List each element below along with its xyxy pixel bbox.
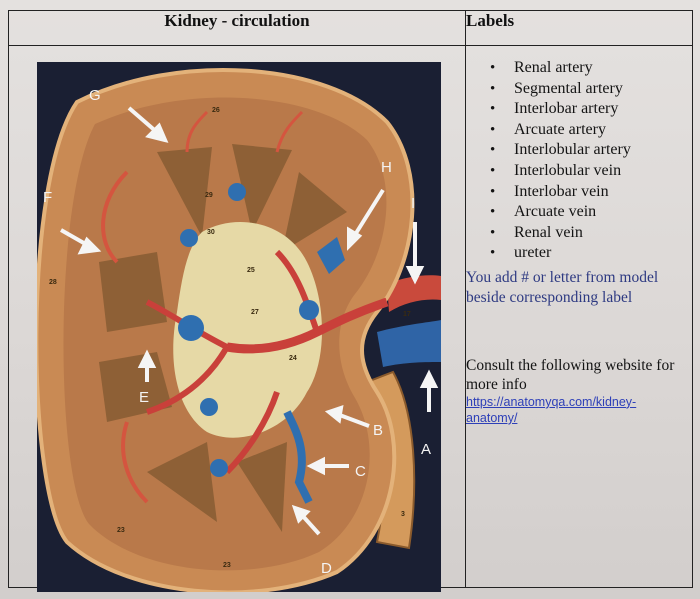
instruction-text: You add # or letter from model beside co…	[466, 268, 659, 306]
figure-letter-f: F	[43, 189, 52, 206]
model-number: 30	[207, 229, 215, 236]
label-list: Renal artery Segmental artery Interlobar…	[466, 58, 692, 264]
figure-column-header: Kidney - circulation	[8, 10, 466, 46]
model-number: 17	[403, 311, 411, 318]
reference-link[interactable]: https://anatomyqa.com/kidney-anatomy/	[466, 394, 637, 425]
kidney-model-photo: 26 29 30 28 25 27 24 17 23 23 3	[37, 62, 441, 592]
figure-letter-c: C	[355, 463, 366, 480]
label-item: Interlobular vein	[466, 161, 692, 182]
label-item: Interlobar vein	[466, 182, 692, 203]
figure-letter-g: G	[89, 87, 101, 104]
label-item: Arcuate vein	[466, 202, 692, 223]
label-item: Renal vein	[466, 223, 692, 244]
label-item: Interlobar artery	[466, 99, 692, 120]
model-number: 26	[212, 107, 220, 114]
label-item: Renal artery	[466, 58, 692, 79]
figure-cell: 26 29 30 28 25 27 24 17 23 23 3	[8, 45, 466, 592]
labels-column-header: Labels	[465, 10, 693, 46]
worksheet-table: Kidney - circulation Labels	[8, 10, 693, 592]
model-number: 29	[205, 192, 213, 199]
model-number: 25	[247, 267, 255, 274]
figure-letter-e: E	[139, 389, 149, 406]
figure-letter-d: D	[321, 560, 332, 577]
label-item: ureter	[466, 243, 692, 264]
label-arrows	[60, 106, 439, 536]
labels-cell: Renal artery Segmental artery Interlobar…	[465, 45, 693, 588]
model-number: 23	[117, 527, 125, 534]
figure-letter-h: H	[381, 159, 392, 176]
figure-letter-b: B	[373, 422, 383, 439]
figure-letter-i: I	[411, 195, 415, 212]
figure-letter-a: A	[421, 441, 431, 458]
label-item: Interlobular artery	[466, 140, 692, 161]
consult-text: Consult the following website for more i…	[466, 356, 675, 393]
model-number: 28	[49, 279, 57, 286]
label-item: Segmental artery	[466, 79, 692, 100]
model-number: 27	[251, 309, 259, 316]
model-number: 3	[401, 511, 405, 518]
model-number: 23	[223, 562, 231, 569]
kidney-illustration: 26 29 30 28 25 27 24 17 23 23 3	[37, 62, 441, 592]
model-number: 24	[289, 355, 297, 362]
label-item: Arcuate artery	[466, 120, 692, 141]
